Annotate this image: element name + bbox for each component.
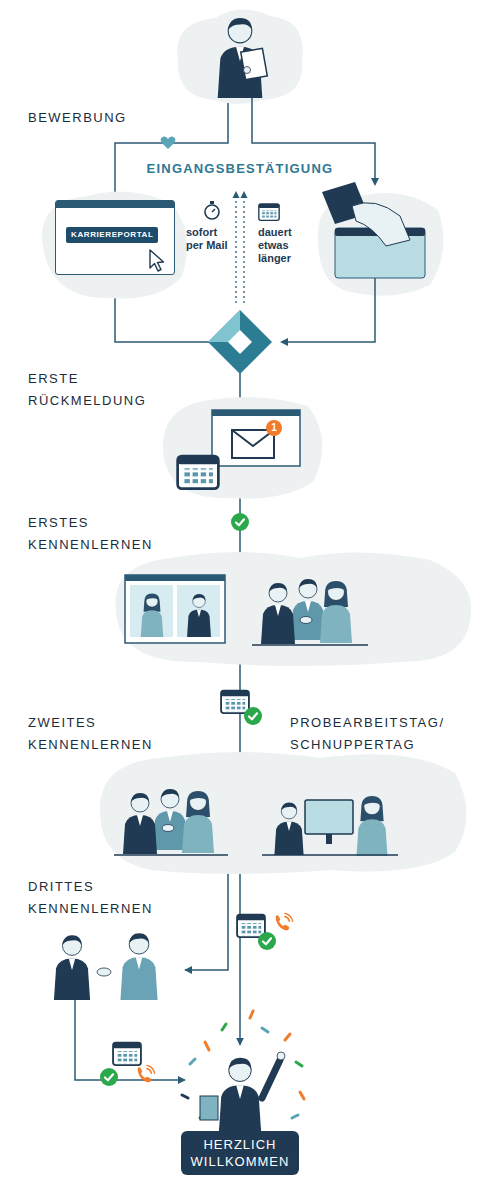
- stage-heading: PROBEARBEITSTAG/ SCHNUPPERTAG: [290, 712, 472, 756]
- flow-connector: [185, 857, 228, 970]
- confirmation-title: EINGANGSBESTÄTIGUNG: [125, 160, 355, 178]
- handshake-scene: DRITTES KENNENLERNEN: [40, 925, 185, 1000]
- note-text: sofort per Mail: [186, 226, 228, 252]
- meeting-scene: ERSTES KENNENLERNEN: [120, 562, 370, 657]
- applicant-figure: BEWERBUNG: [200, 8, 280, 98]
- stage-heading: DRITTES KENNENLERNEN: [28, 876, 173, 920]
- stage-heading: ERSTE RÜCKMELDUNG: [28, 368, 178, 412]
- stage-heading: ZWEITES KENNENLERNEN: [28, 712, 173, 756]
- portal-button: KARRIEREPORTAL: [66, 227, 158, 243]
- reply-mail: ERSTE RÜCKMELDUNG: [205, 408, 300, 472]
- flow-connector: [75, 1000, 185, 1080]
- flow-connector: [115, 98, 228, 200]
- meeting-scene: ZWEITES KENNENLERNENPROBEARBEITSTAG/ SCH…: [110, 765, 395, 857]
- portal-window: KARRIEREPORTAL: [55, 200, 175, 275]
- note-text: dauert etwas länger: [258, 226, 304, 265]
- welcome-node: HERZLICH WILLKOMMEN: [185, 1045, 295, 1175]
- welcome-plate: HERZLICH WILLKOMMEN: [181, 1131, 300, 1175]
- stage-heading: BEWERBUNG: [28, 107, 188, 129]
- notification-badge: 1: [266, 420, 282, 436]
- flow-connector: [239, 857, 241, 1045]
- stage-heading: ERSTES KENNENLERNEN: [28, 512, 173, 556]
